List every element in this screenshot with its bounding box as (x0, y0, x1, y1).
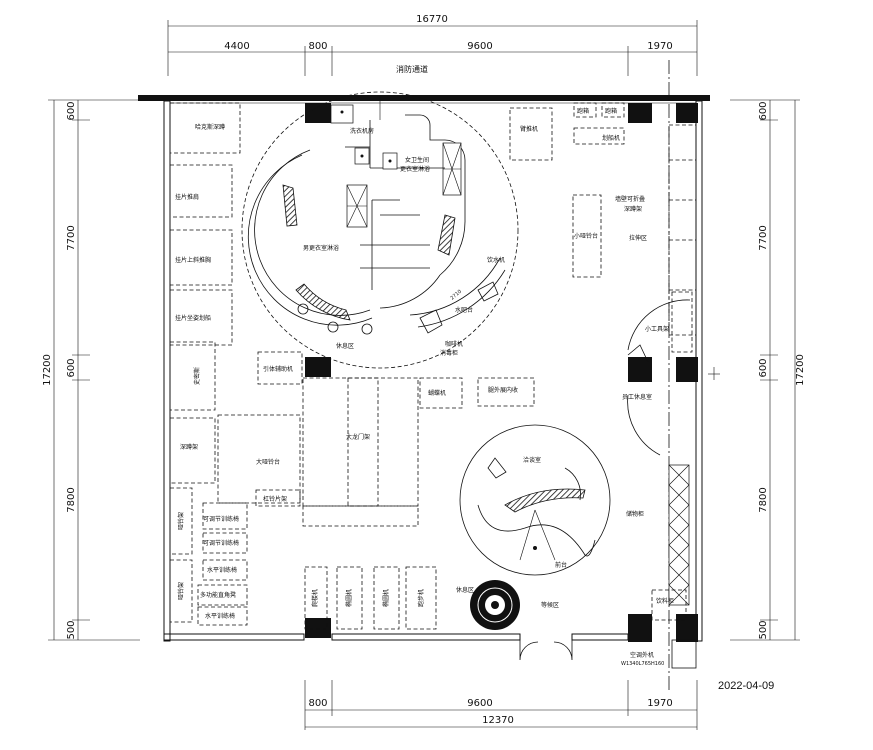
label-water-dispenser: 饮水机 (487, 256, 505, 264)
dim-right-total: 17200 (795, 354, 806, 386)
label-barbell-rack: 杠铃片架 (263, 495, 287, 503)
label-seated-row: 挂片坐姿划船 (175, 314, 211, 322)
label-adjustable-bench-1: 可调节训练椅 (203, 515, 239, 523)
label-leg-adduction: 腿外展内收 (488, 386, 518, 394)
dimension-bottom: 800 9600 1970 12370 (304, 680, 698, 730)
dim-right-seg-1: 600 (758, 101, 769, 120)
dimension-left: 17200 600 7700 600 7800 500 (42, 99, 140, 641)
label-treadmill-1: 椭圆机 (345, 589, 353, 607)
locker-room-zone (241, 91, 519, 369)
label-multi-bench: 多功能直角凳 (200, 591, 236, 599)
dim-top-seg-3: 9600 (467, 41, 492, 52)
label-pec-fly: 挂片推肩 (175, 193, 199, 201)
label-hack-squat: 哈克斯深蹲 (195, 123, 225, 131)
waiting-zone (470, 580, 573, 661)
dim-bottom-seg-3: 1970 (647, 698, 672, 709)
label-incline-press: 挂片上斜推胸 (175, 256, 211, 264)
label-hand-size: 2710 (449, 289, 463, 302)
dim-right-seg-3: 600 (758, 358, 769, 377)
dim-left-seg-1: 600 (66, 101, 77, 120)
label-big-dumbbell: 大哑铃台 (256, 458, 280, 466)
label-small-dumbbell: 小哑铃台 (574, 232, 598, 240)
label-running: 跑步机 (417, 589, 425, 607)
label-dumbbell-rack-2: 哑铃架 (177, 582, 185, 600)
center-equipment (257, 351, 535, 630)
label-rowing: 划船机 (602, 134, 620, 142)
label-butterfly: 蝴蝶机 (428, 389, 446, 397)
date-stamp: 2022-04-09 (718, 680, 774, 692)
consult-zone (459, 424, 611, 576)
room-male-locker: 男更衣室淋浴 (303, 244, 339, 252)
dim-left-total: 17200 (42, 354, 53, 386)
dim-top-seg-2: 800 (308, 41, 327, 52)
structural-columns (305, 103, 698, 642)
label-treadmill-b: 跑箱 (605, 107, 617, 115)
label-rest-bottom: 休息区 (456, 586, 474, 594)
label-flat-bench-2: 水平训练椅 (205, 612, 235, 620)
label-back-push: 臂推机 (520, 125, 538, 133)
room-female-shower: 更衣室淋浴 (400, 165, 430, 173)
dim-right-seg-2: 7700 (758, 225, 769, 250)
label-waiting-area: 等候区 (541, 601, 559, 609)
label-treadmill-a: 跑箱 (577, 107, 589, 115)
dim-top-seg-1: 4400 (224, 41, 249, 52)
room-rest-top: 休息区 (336, 342, 354, 350)
dim-right-seg-5: 500 (758, 620, 769, 639)
dim-right-seg-4: 7800 (758, 487, 769, 512)
dim-bottom-seg-2: 9600 (467, 698, 492, 709)
left-equipment (169, 102, 301, 626)
label-storage-cabinet: 储物柜 (626, 510, 644, 518)
dim-top-seg-4: 1970 (647, 41, 672, 52)
label-assisted-pull: 引体辅助机 (263, 365, 293, 373)
dim-bottom-seg-1: 800 (308, 698, 327, 709)
label-water-bar: 水吧台 (455, 306, 473, 314)
dimension-right: 600 7700 600 7800 500 17200 (730, 99, 806, 641)
right-equipment (509, 102, 720, 669)
label-tool-rack: 小工具架 (645, 325, 669, 333)
label-coffee-machine: 咖啡机 (445, 340, 463, 348)
label-staff-rest: 员工休息室 (622, 393, 652, 401)
label-sterilizer: 消毒柜 (440, 349, 458, 357)
dim-left-seg-5: 500 (66, 620, 77, 639)
room-laundry: 洗衣机房 (350, 127, 374, 135)
label-ac-unit: 空调外机 (630, 651, 654, 659)
label-dumbbell-rack-1: 哑铃架 (177, 512, 185, 530)
label-flat-bench-1: 水平训练椅 (207, 566, 237, 574)
label-foldable-rack: 墙壁可折叠 (615, 195, 645, 203)
label-smith: 史密斯 (193, 367, 201, 385)
label-big-gantry: 大龙门架 (346, 433, 370, 441)
dim-bottom-total: 12370 (482, 715, 514, 726)
dim-left-seg-2: 7700 (66, 225, 77, 250)
label-consult-room: 洽谈室 (523, 456, 541, 464)
dim-left-seg-3: 600 (66, 358, 77, 377)
label-foldable-rack-2: 深蹲架 (624, 205, 642, 213)
label-ac-unit-size: W1340L765H160 (621, 661, 664, 667)
label-squat-rack: 深蹲架 (180, 443, 198, 451)
label-drinks-cabinet: 饮料柜 (656, 597, 674, 605)
dimension-top: 16770 4400 800 9600 1970 (167, 14, 698, 76)
dim-top-total: 16770 (416, 14, 448, 25)
label-stretch-area: 拉伸区 (629, 234, 647, 242)
label-treadmill-2: 椭圆机 (382, 589, 390, 607)
label-front-desk: 前台 (555, 561, 567, 569)
room-female-toilet: 女卫生间 (405, 156, 429, 164)
corridor-label: 消防通道 (396, 64, 428, 74)
label-stair-machine: 爬楼机 (311, 589, 319, 607)
label-adjustable-bench-2: 可调节训练椅 (203, 539, 239, 547)
dim-left-seg-4: 7800 (66, 487, 77, 512)
